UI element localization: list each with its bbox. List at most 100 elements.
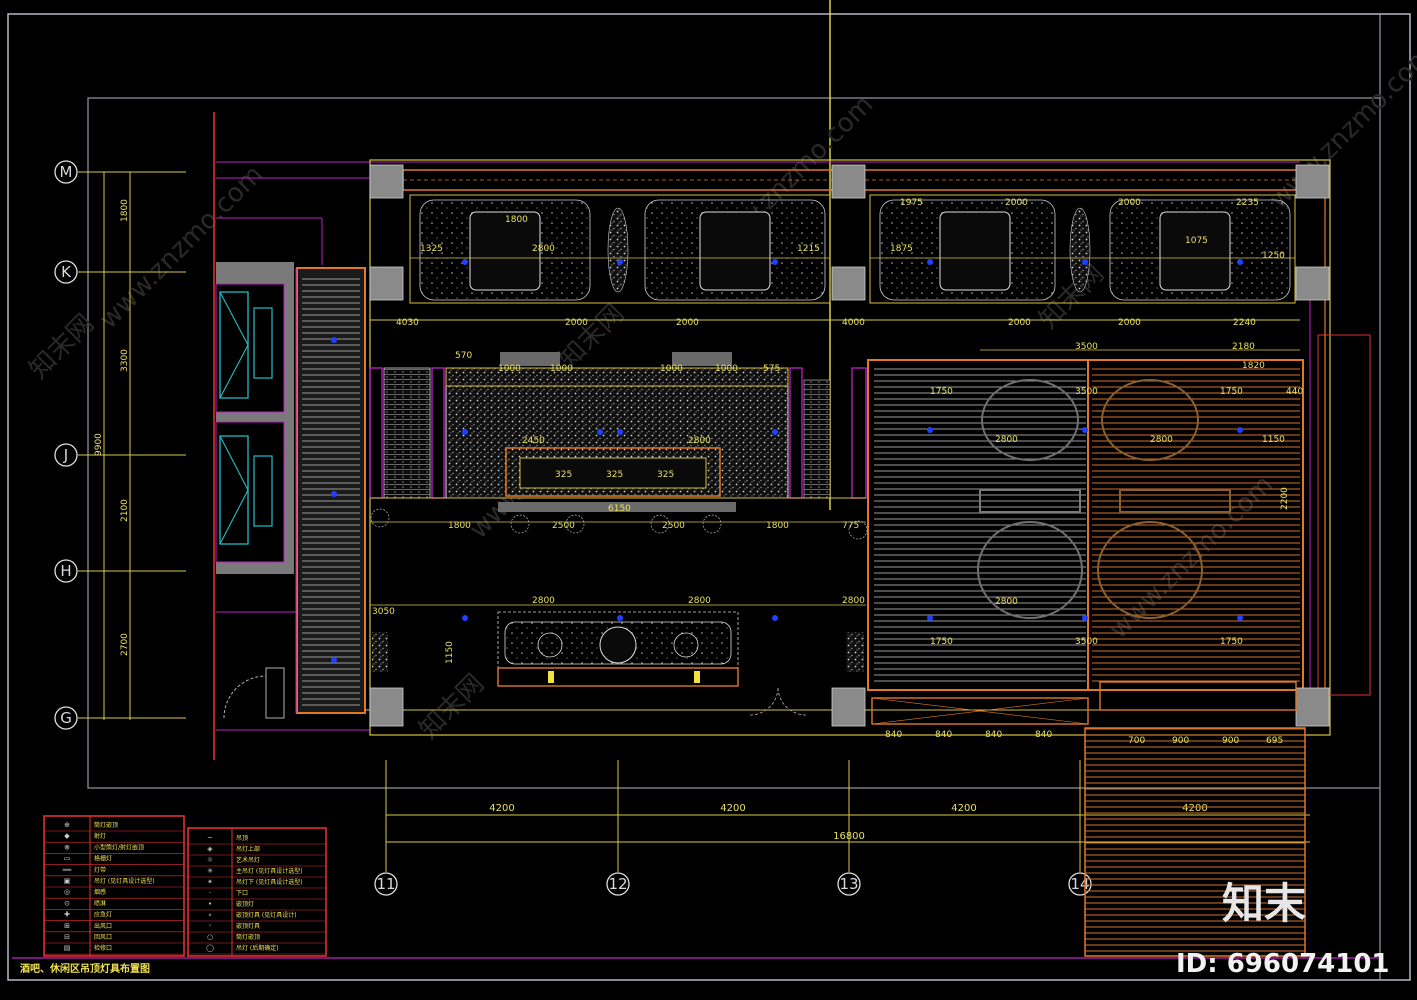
legend-symbol: ══ bbox=[62, 866, 72, 874]
legend-label: 嵌顶灯 bbox=[236, 900, 254, 908]
dim-label: 2000 bbox=[1008, 318, 1031, 328]
dim-label: 2200 bbox=[1280, 487, 1290, 510]
legend-table-left: ⊕筒灯嵌顶◆射灯⊗小型筒灯/射灯嵌顶▭格栅灯══灯带▣吊灯 (见灯具设计选型)◎… bbox=[43, 815, 185, 957]
dim-label: 1750 bbox=[930, 387, 953, 397]
col-axis-label: 13 bbox=[839, 875, 858, 893]
dim-label: 9900 bbox=[94, 433, 104, 456]
legend-symbol: ✳ bbox=[207, 867, 213, 875]
dim-label: 1750 bbox=[1220, 387, 1243, 397]
dim-label: 16800 bbox=[833, 831, 865, 842]
legend-label: 嵌顶灯具 bbox=[236, 922, 260, 930]
legend-label: 喷淋 bbox=[94, 899, 106, 907]
row-axis-m: M bbox=[54, 160, 186, 184]
dim-label: 2000 bbox=[1005, 198, 1028, 208]
dim-label: 695 bbox=[1266, 736, 1283, 746]
dim-label: 1215 bbox=[797, 244, 820, 254]
row-axis-h: H bbox=[54, 559, 186, 583]
dim-label: 1325 bbox=[420, 244, 443, 254]
legend-symbol: ⊞ bbox=[64, 922, 70, 930]
private-rooms: 1325 2800 1215 1875 1075 1250 1975 2000 … bbox=[409, 194, 1296, 304]
legend-label: 吊灯 (见灯具设计选型) bbox=[94, 877, 155, 885]
dim-label: 325 bbox=[657, 470, 674, 480]
legend-table-right: ─吊顶◈吊灯上部☼艺术吊灯✳主吊灯 (见灯具设计选型)✴吊灯下 (见灯具设计选型… bbox=[187, 827, 327, 957]
watermark-text: www.znzmo.com bbox=[1264, 40, 1417, 215]
dim-label: 325 bbox=[555, 470, 572, 480]
dim-label: 1150 bbox=[1262, 435, 1285, 445]
dim-label: 1800 bbox=[766, 521, 789, 531]
dim-label: 1875 bbox=[890, 244, 913, 254]
dim-label: 4200 bbox=[489, 803, 514, 814]
dim-label: 4200 bbox=[951, 803, 976, 814]
dim-label: 2800 bbox=[842, 596, 865, 606]
dim-label: 840 bbox=[985, 730, 1002, 740]
dim-label: 1075 bbox=[1185, 236, 1208, 246]
watermark-text: 知末网 bbox=[414, 669, 490, 745]
legend-symbol: ◯ bbox=[206, 944, 214, 952]
lower-right-zone: 840 840 840 840 700 900 900 695 bbox=[871, 681, 1306, 957]
row-axis-label: H bbox=[60, 562, 71, 580]
brand-logo: 知末 bbox=[1222, 879, 1306, 928]
vip-lounge: 3500 2180 1820 1750 3500 1750 440 2800 2… bbox=[874, 342, 1303, 686]
dim-label: 1000 bbox=[550, 364, 573, 374]
legend-label: 检修口 bbox=[94, 944, 112, 952]
top-dimension-chain: 4030 2000 2000 4000 2000 2000 2240 bbox=[370, 318, 1300, 328]
legend-label: 射灯 bbox=[94, 832, 106, 840]
structural-columns bbox=[369, 164, 1330, 727]
col-axis-13: 13 bbox=[837, 760, 861, 896]
left-corridor bbox=[295, 267, 366, 714]
dim-label: 840 bbox=[935, 730, 952, 740]
dim-label: 2100 bbox=[120, 499, 130, 522]
dim-label: 2000 bbox=[1118, 198, 1141, 208]
dim-label: 2240 bbox=[1233, 318, 1256, 328]
legend-symbol: ∘ bbox=[208, 911, 212, 919]
legend-label: 回风口 bbox=[94, 934, 112, 941]
legend-label: 格栅灯 bbox=[94, 855, 112, 863]
dim-label: 1820 bbox=[1242, 361, 1265, 371]
dim-label: 2450 bbox=[522, 436, 545, 446]
dim-label: 6150 bbox=[608, 504, 631, 514]
legend-label: 烟感 bbox=[94, 888, 106, 896]
legend-symbol: ⊟ bbox=[64, 933, 70, 941]
watermark-text: 知末网 bbox=[24, 309, 100, 385]
legend-symbol: ▤ bbox=[64, 944, 71, 952]
row-axis-label: J bbox=[63, 446, 68, 464]
row-axis-label: G bbox=[60, 709, 72, 727]
dim-label: 1800 bbox=[120, 199, 130, 222]
legend-label: 筒灯嵌顶 bbox=[94, 821, 118, 829]
dim-label: 575 bbox=[763, 364, 780, 374]
dim-label: 1750 bbox=[930, 637, 953, 647]
legend-symbol: ▭ bbox=[64, 855, 71, 863]
lounge-ceiling: 2800 2800 2800 1150 bbox=[370, 596, 866, 716]
legend-label: 应急灯 bbox=[94, 911, 112, 919]
dim-label: 1150 bbox=[445, 641, 455, 664]
dim-label: 2000 bbox=[565, 318, 588, 328]
dim-label: 840 bbox=[1035, 730, 1052, 740]
row-axis-label: M bbox=[60, 163, 73, 181]
legend-symbol: ✴ bbox=[207, 878, 213, 886]
dim-label: 900 bbox=[1172, 736, 1189, 746]
legend-symbol: ○ bbox=[207, 933, 213, 941]
dim-label: 2800 bbox=[688, 436, 711, 446]
legend-label: 主吊灯 (见灯具设计选型) bbox=[236, 867, 303, 875]
col-axis-label: 12 bbox=[608, 875, 627, 893]
dim-label: 1000 bbox=[498, 364, 521, 374]
legend-label: 小型筒灯/射灯嵌顶 bbox=[94, 843, 144, 851]
legend-symbol: ─ bbox=[207, 834, 213, 842]
legend-symbol: • bbox=[208, 900, 212, 908]
dim-label: 4200 bbox=[720, 803, 745, 814]
dim-label: 2235 bbox=[1236, 198, 1259, 208]
dim-label: 4000 bbox=[842, 318, 865, 328]
dim-label: 1975 bbox=[900, 198, 923, 208]
col-axis-label: 11 bbox=[376, 875, 395, 893]
dim-label: 775 bbox=[842, 521, 859, 531]
legend-symbol: ☼ bbox=[207, 856, 213, 864]
dim-label: 1250 bbox=[1262, 251, 1285, 261]
dim-label: 3500 bbox=[1075, 387, 1098, 397]
elevator-core bbox=[213, 112, 1300, 760]
dim-label: 2800 bbox=[995, 597, 1018, 607]
dim-label: 2800 bbox=[688, 596, 711, 606]
legend-symbol: ◎ bbox=[64, 888, 70, 896]
dim-label: 2000 bbox=[1118, 318, 1141, 328]
legend-symbol: ⊗ bbox=[64, 843, 70, 851]
